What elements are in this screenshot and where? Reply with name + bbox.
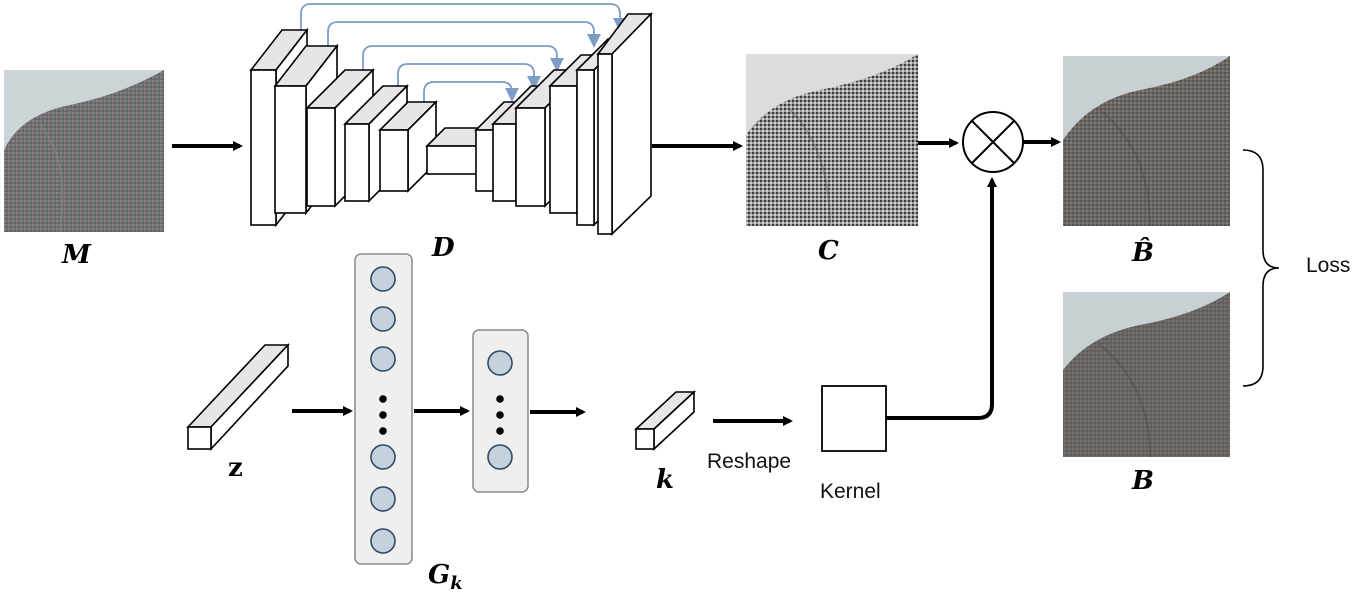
decoder-block-6 [596,12,653,236]
label-z: z [228,453,243,483]
image-target-b [1063,292,1230,458]
kernel-square [821,385,887,452]
skip-connection-2 [327,21,601,48]
image-mosaic-input [4,70,164,233]
label-gk-subscript: k [450,573,462,593]
label-loss: Loss [1306,254,1350,277]
label-c: C [818,236,839,266]
label-gk: Gk [428,560,463,593]
label-bhat: B̂ [1131,237,1154,268]
label-kernel: Kernel [820,480,881,503]
loss-brace [1242,149,1280,387]
label-b: B [1131,466,1154,496]
image-estimate-bhat [1063,56,1230,227]
label-reshape: Reshape [707,450,791,473]
label-gk-main: G [428,560,450,590]
image-grayscale-c [746,54,918,227]
generator-layer-1 [354,253,413,565]
kernel-vector-k [633,390,697,451]
skip-connection-4 [397,63,541,90]
label-k: k [656,465,674,495]
arrow-kernel-to-multiply [886,177,997,420]
unet-d [249,3,653,236]
generator-layer-2 [472,329,529,493]
latent-vector-z [186,342,290,452]
skip-connection-5 [423,81,519,106]
multiply-circle-icon [962,111,1024,173]
skip-connection-1 [300,3,627,32]
label-d: D [431,233,455,263]
skip-connection-3 [362,45,564,72]
label-m: M [61,240,92,270]
